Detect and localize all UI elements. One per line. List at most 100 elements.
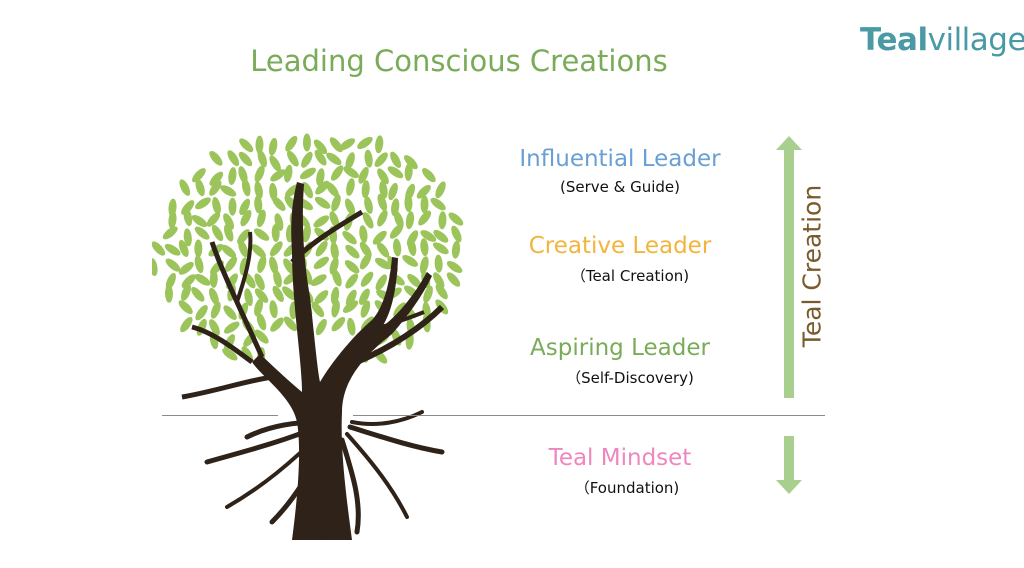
leaf [315,318,327,336]
leaf [360,271,374,287]
leaf [314,149,327,166]
leaf [329,137,343,153]
leaf [209,150,223,166]
leaf [418,210,432,226]
leaf [347,317,356,336]
leaf [358,166,369,184]
leaf [208,287,219,305]
leaf [152,258,158,277]
leaf [313,139,328,155]
leaf [283,164,293,183]
leaf [331,165,344,181]
leaf [180,283,192,301]
leaf [407,273,422,288]
leaf [435,283,448,300]
leaf [206,212,221,227]
level-teal-mindset: Teal Mindset （Foundation) [500,445,740,498]
logo-bold-text: Teal [860,22,928,58]
leaf [432,242,449,255]
tree-trunk [181,182,445,540]
leaf [423,285,433,303]
leaf [210,301,221,319]
leaf [364,149,373,168]
leaf [402,254,419,267]
leaf [403,155,418,170]
leaf [372,230,387,245]
root [345,432,409,519]
leaf [269,182,278,201]
leaf [287,150,299,167]
tree-roots [204,410,445,540]
leaf [228,197,237,216]
level-subtitle: （Self-Discovery) [566,369,694,387]
leaf [178,261,194,275]
leaf [191,214,208,228]
level-subtitle: (Serve & Guide) [559,178,680,196]
leaf [359,288,370,305]
leaf [211,224,224,242]
leaf [194,273,211,286]
leaf [430,197,446,211]
leaf [209,180,222,196]
leaf [255,135,264,154]
leaf [223,321,240,334]
leaf [451,240,461,259]
leaf [420,195,429,214]
leaf [183,208,193,227]
leaf [446,260,463,274]
leaf [313,256,330,270]
leaf [343,166,359,179]
leaf [271,223,280,242]
ground-divider-right [353,415,825,416]
root [269,434,330,525]
leaf [301,151,313,168]
leaf [377,168,389,185]
leaf [374,257,391,270]
leaf [377,193,388,212]
leaf [209,269,218,288]
leaf [238,240,249,258]
leaf [164,284,173,303]
leaf [345,152,355,170]
level-name: Influential Leader [519,146,721,172]
up-arrow-head [776,136,802,398]
leaf [315,240,328,257]
leaf [238,151,253,167]
leaf [316,168,325,187]
leaf [178,300,193,315]
leaf [273,269,282,288]
leaf [331,194,341,212]
leaf [253,228,270,241]
leaf [359,253,372,270]
leaf [221,244,237,258]
root [347,424,445,455]
leaf [345,289,357,307]
leaf [388,182,398,201]
leaf [451,225,462,243]
leaf [310,274,327,286]
leaf [331,317,346,332]
leaf [377,209,388,227]
leaf [422,168,436,183]
leaf [375,135,384,154]
leaf [195,305,208,321]
leaf [191,287,205,302]
leaf [257,255,267,273]
leaf [346,178,355,196]
leaf [195,197,211,210]
leaf [448,212,464,226]
level-name: Creative Leader [528,233,712,259]
leaf [419,256,429,274]
root [320,438,336,540]
leaf [209,319,220,336]
leaf [299,167,316,180]
leaf [256,313,267,331]
leaf [269,241,283,257]
leaf [361,180,370,199]
leaf [374,152,388,167]
level-name: Teal Mindset [548,445,692,471]
leaf [331,299,340,318]
leaf [256,209,266,228]
page-title: Leading Conscious Creations [250,44,668,78]
leaf [435,181,446,199]
